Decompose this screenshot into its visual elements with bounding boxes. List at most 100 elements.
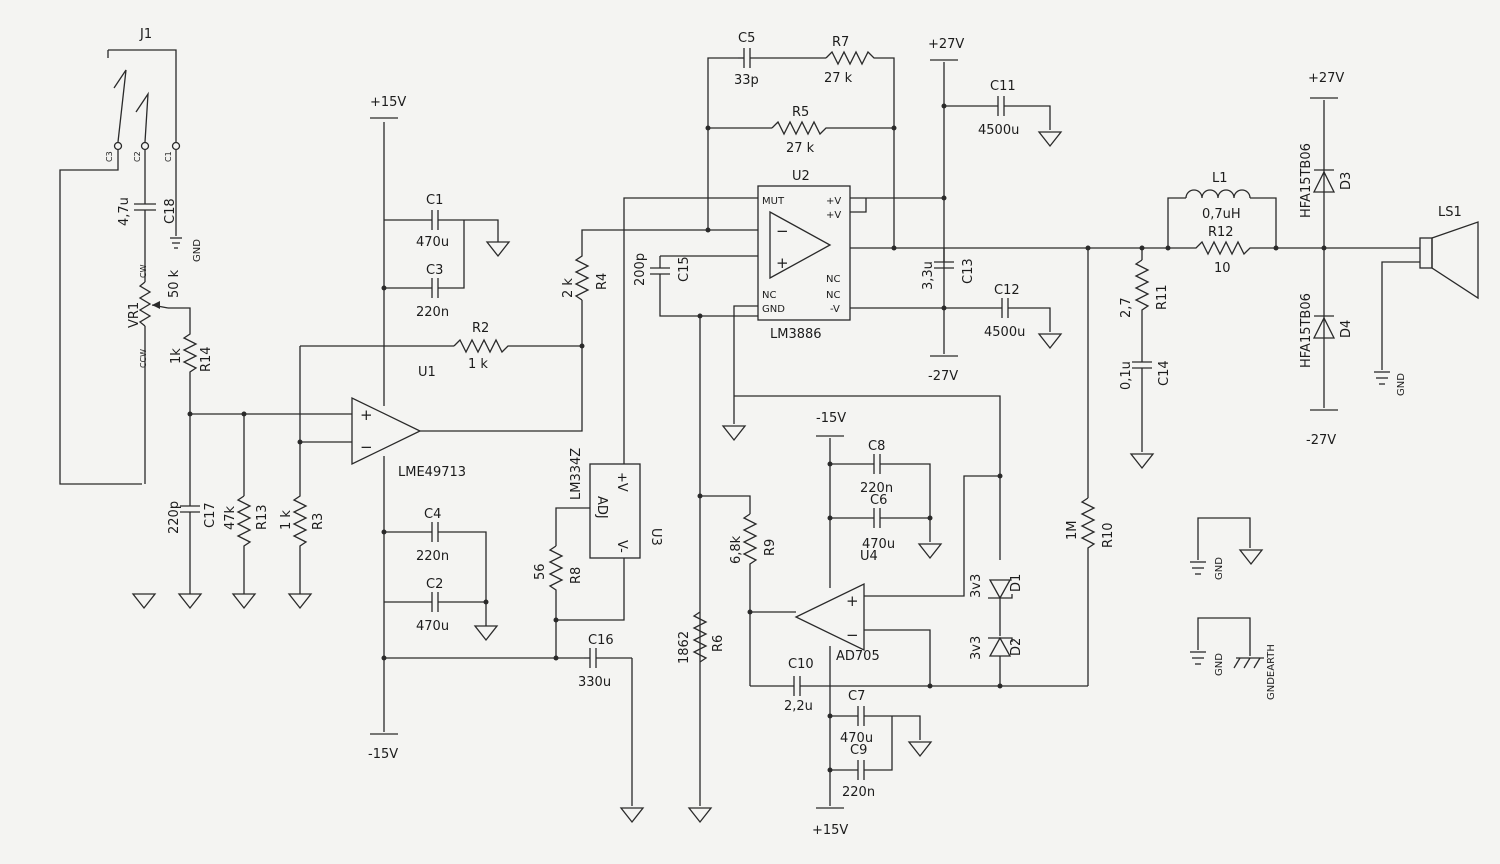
r9-ref: R9 (763, 539, 778, 556)
c13-ref: C13 (961, 258, 976, 284)
resistor-r2: R2 1 k (453, 321, 582, 372)
capacitor-c10: C10 2,2u (750, 657, 1088, 714)
vr1-ccw: CCW (139, 349, 148, 368)
capacitor-c3: C3 220n (384, 220, 465, 320)
r14-ref: R14 (199, 346, 214, 372)
resistor-r5: R5 27 k (771, 105, 894, 156)
c4-value: 220n (416, 549, 449, 564)
r12-ref: R12 (1208, 225, 1234, 240)
diode-d4: HFA15TB06 D4 (1299, 293, 1354, 368)
c12-ref: C12 (994, 283, 1020, 298)
svg-text:−: − (360, 438, 373, 456)
u2-pin-vp1: +V (826, 196, 841, 207)
u4-ref: U4 (860, 549, 878, 564)
c12-value: 4500u (984, 325, 1025, 340)
opamp-u4: + − U4 AD705 (794, 549, 880, 664)
u3-adj: ADJ (594, 496, 609, 519)
c14-ref: C14 (1157, 360, 1172, 386)
l1-value: 0,7uH (1202, 207, 1241, 222)
u2-pin-vp2: +V (826, 210, 841, 221)
resistor-r7: R7 27 k (824, 35, 895, 248)
c3-ref: C3 (426, 263, 443, 278)
c13-value: 3,3u (921, 261, 936, 290)
d3-ref: D3 (1339, 172, 1354, 190)
c7-ref: C7 (848, 689, 865, 704)
resistor-r4: 2 k R4 (561, 229, 708, 301)
capacitor-c2: C2 470u (384, 577, 486, 634)
r5-value: 27 k (786, 141, 815, 156)
u2-pin-vm: -V (830, 304, 840, 315)
svg-text:−: − (776, 222, 789, 240)
d4-part: HFA15TB06 (1299, 293, 1314, 368)
r2-value: 1 k (468, 357, 488, 372)
svg-text:+: + (846, 592, 859, 610)
amplifier-ic-u2: − + U2 LM3886 MUT +V +V NC NC NC GND -V (757, 169, 851, 342)
r11-ref: R11 (1155, 284, 1170, 310)
u4-supply-minus: -15V (816, 411, 846, 426)
u2-supply-minus: -27V (928, 369, 958, 384)
u2-pin-nc3: NC (762, 290, 776, 301)
capacitor-c6: C6 470u (830, 493, 930, 552)
r8-ref: R8 (569, 567, 584, 584)
c5-value: 33p (734, 73, 759, 88)
diode-d3: HFA15TB06 D3 (1299, 143, 1354, 218)
l1-ref: L1 (1212, 171, 1228, 186)
c6-value: 470u (862, 537, 895, 552)
resistor-r6: 1862 R6 (677, 611, 726, 664)
j1-pin-c3: C3 (105, 151, 114, 162)
c7-value: 470u (840, 731, 873, 746)
ground-symbols-left (131, 593, 313, 610)
d2-value: 3v3 (969, 636, 984, 660)
r4-value: 2 k (561, 278, 576, 298)
svg-text:−: − (846, 626, 859, 644)
c10-ref: C10 (788, 657, 814, 672)
resistor-r9: 6,8k R9 (729, 513, 778, 686)
d3-supply-plus: +27V (1308, 71, 1344, 86)
u4-supply-plus: +15V (812, 823, 848, 838)
r6-value: 1862 (677, 631, 692, 664)
c15-ref: C15 (677, 256, 692, 282)
c16-ref: C16 (588, 633, 614, 648)
c8-ref: C8 (868, 439, 885, 454)
ls1-ref: LS1 (1438, 205, 1462, 220)
j1-pin-c1: C1 (164, 151, 173, 162)
u2-pin-gnd: GND (762, 304, 785, 315)
ground-legend: GND GND GNDEARTH (1190, 517, 1277, 700)
c14-value: 0,1u (1119, 361, 1134, 390)
r7-ref: R7 (832, 35, 849, 50)
c11-value: 4500u (978, 123, 1019, 138)
c15-value: 200p (633, 253, 648, 286)
u1-part: LME49713 (398, 465, 466, 480)
c5-ref: C5 (738, 31, 755, 46)
c1-ref: C1 (426, 193, 443, 208)
c11-ref: C11 (990, 79, 1016, 94)
c16-value: 330u (578, 675, 611, 690)
r13-ref: R13 (255, 504, 270, 530)
r4-ref: R4 (595, 273, 610, 290)
ic-u3: LM334Z U3 ADJ +V V- (569, 448, 663, 559)
vr1-value: 50 k (167, 269, 182, 298)
r7-value: 27 k (824, 71, 853, 86)
d2-ref: D2 (1009, 638, 1024, 656)
c17-value: 220p (167, 501, 182, 534)
capacitor-c12: C12 4500u (944, 283, 1051, 340)
d1-ref: D1 (1009, 574, 1024, 592)
r3-ref: R3 (311, 513, 326, 530)
u2-pin-mut: MUT (762, 196, 785, 207)
opamp-u1: + − U1 LME49713 (351, 365, 466, 480)
r10-value: 1M (1065, 521, 1080, 541)
j1-ref: J1 (139, 27, 152, 42)
resistor-r12: R12 10 (1168, 225, 1276, 276)
diode-d2: 3v3 D2 (969, 636, 1024, 660)
resistor-r11: 2,7 R11 (1119, 259, 1170, 362)
c9-ref: C9 (850, 743, 867, 758)
c9-value: 220n (842, 785, 875, 800)
resistor-r10: 1M R10 (1065, 497, 1116, 686)
u3-vm: V- (614, 540, 629, 553)
capacitor-c15: 200p C15 (633, 253, 758, 317)
u2-pin-nc2: NC (826, 290, 840, 301)
j1-pin-c2: C2 (133, 151, 142, 162)
u2-supply-plus: +27V (928, 37, 964, 52)
potentiometer-vr1: VR1 50 k CW CCW (127, 264, 191, 368)
